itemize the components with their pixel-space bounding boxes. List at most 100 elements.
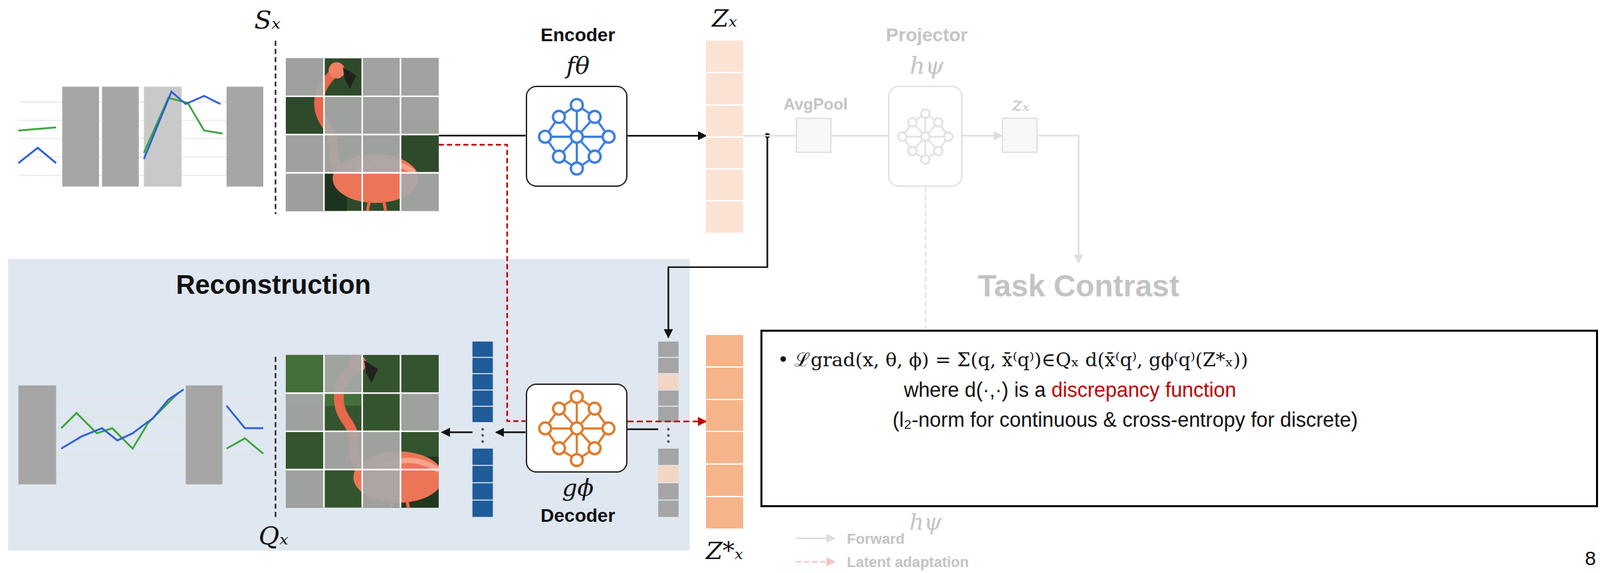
masked-image bbox=[285, 57, 439, 211]
function-symbol: hψ bbox=[910, 51, 944, 80]
reconstruction-arrow bbox=[442, 431, 473, 433]
latent-symbol: Z*ₓ bbox=[705, 537, 744, 565]
reconstructed-time-series bbox=[185, 385, 223, 485]
reconstructed-image bbox=[400, 392, 440, 432]
network-unit bbox=[588, 111, 601, 123]
function-symbol: fθ bbox=[566, 51, 590, 80]
network-unit bbox=[552, 111, 565, 123]
masked-image bbox=[285, 95, 439, 98]
latent-symbol: Zₓ bbox=[711, 4, 738, 32]
reconstructed-image bbox=[362, 469, 401, 508]
box-heading: Encoder bbox=[540, 24, 615, 46]
masked-image bbox=[362, 57, 401, 97]
network-unit bbox=[539, 130, 552, 143]
masked-token-column bbox=[658, 500, 679, 518]
set-symbol: Sₓ bbox=[253, 5, 281, 36]
network-unit bbox=[920, 155, 930, 165]
dashed-divider bbox=[274, 356, 276, 520]
masked-image bbox=[285, 57, 439, 211]
masked-image bbox=[285, 57, 439, 211]
masked-image bbox=[285, 172, 439, 174]
legend-text: Latent adaptation bbox=[846, 553, 969, 571]
masked-token-column bbox=[658, 483, 679, 500]
masked-token-column bbox=[658, 448, 679, 466]
output-token-column bbox=[481, 428, 484, 431]
masked-image bbox=[285, 57, 439, 211]
loss-formula: • ℒgrad(x, θ, ϕ) = Σ(q, x̄⁽q⁾)∈Qₓ d(x̄⁽q… bbox=[777, 348, 1249, 371]
masked-image bbox=[362, 96, 401, 135]
output-token-column bbox=[481, 434, 484, 437]
reconstructed-image bbox=[285, 354, 439, 508]
highlighted-term: discrepancy function bbox=[1051, 378, 1237, 401]
formula-note: where d(·,·) is a bbox=[904, 378, 1047, 401]
connector bbox=[627, 420, 706, 423]
masked-image bbox=[400, 172, 440, 212]
output-token-column bbox=[472, 465, 494, 483]
cell-divider bbox=[705, 366, 743, 368]
cell-divider bbox=[705, 200, 743, 202]
masked-image bbox=[285, 134, 325, 173]
network-unit bbox=[588, 442, 601, 455]
output-token-column bbox=[472, 341, 494, 357]
legend-adaptation-sample bbox=[795, 561, 835, 563]
network-unit bbox=[570, 390, 583, 403]
network-unit bbox=[588, 150, 601, 163]
masked-image bbox=[285, 57, 325, 97]
formula-line: where d(·,·) is adiscrepancy function bbox=[762, 374, 1597, 405]
masked-image bbox=[323, 96, 363, 135]
decoder-input-wire bbox=[627, 428, 659, 431]
reconstructed-image bbox=[285, 392, 439, 394]
masked-token-column bbox=[666, 440, 670, 443]
output-token-column bbox=[472, 374, 494, 390]
masked-token-column bbox=[666, 434, 670, 437]
panel-fill bbox=[7, 259, 690, 552]
input-time-series bbox=[18, 147, 57, 163]
projector-box: Projectorhψ bbox=[888, 85, 963, 187]
embedding-box: zₓ bbox=[1001, 117, 1038, 154]
avgpool-box: AvgPool bbox=[795, 117, 832, 154]
network-unit bbox=[908, 146, 917, 156]
box-heading: Projector bbox=[886, 24, 968, 46]
masked-token-column bbox=[666, 428, 670, 431]
network-unit bbox=[539, 422, 552, 435]
masked-image bbox=[400, 96, 440, 135]
input-wire bbox=[438, 134, 526, 137]
masked-image bbox=[400, 57, 440, 97]
network-unit bbox=[553, 442, 566, 455]
network-unit bbox=[908, 117, 917, 127]
connector bbox=[627, 134, 706, 137]
network-icon bbox=[527, 384, 627, 472]
network-unit bbox=[920, 132, 930, 141]
cell-divider bbox=[705, 398, 743, 401]
reconstructed-time-series bbox=[61, 389, 184, 449]
cell-divider bbox=[705, 430, 743, 433]
network-unit bbox=[570, 130, 583, 143]
embedding-symbol: zₓ bbox=[1011, 93, 1029, 117]
latent-column: Zₓ bbox=[705, 40, 743, 233]
dashed-divider bbox=[274, 40, 276, 215]
masked-token-column bbox=[658, 374, 679, 390]
decoder-output-arrow bbox=[495, 431, 526, 433]
cell-divider bbox=[705, 136, 743, 138]
network-unit bbox=[933, 117, 943, 127]
faded-projector-wire bbox=[924, 186, 926, 330]
output-token-column bbox=[472, 390, 494, 406]
function-symbol: hψ bbox=[909, 509, 942, 536]
function-symbol: gϕ bbox=[562, 474, 595, 502]
reconstructed-time-series bbox=[226, 438, 264, 455]
network-unit bbox=[588, 402, 601, 415]
input-time-series bbox=[143, 91, 221, 159]
output-token-column bbox=[472, 483, 494, 500]
masked-token-column bbox=[658, 465, 679, 483]
input-time-series bbox=[143, 97, 223, 153]
output-token-column bbox=[481, 440, 484, 443]
output-token-column bbox=[472, 500, 494, 518]
input-time-series bbox=[18, 86, 264, 187]
masked-token-column bbox=[658, 390, 679, 406]
network-unit bbox=[570, 99, 583, 112]
input-time-series bbox=[18, 127, 57, 131]
encoder-box: Encoderfθ bbox=[525, 85, 629, 187]
network-icon bbox=[889, 87, 962, 186]
masked-token-column bbox=[658, 341, 679, 357]
